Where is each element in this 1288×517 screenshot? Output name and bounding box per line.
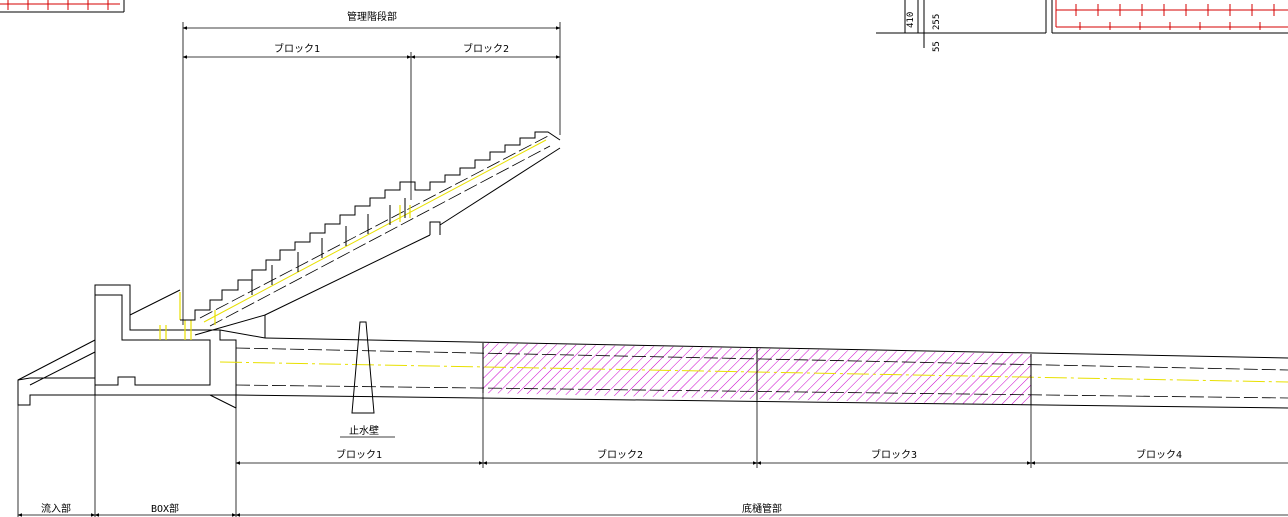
- label-top-block2: ブロック2: [463, 42, 509, 55]
- culvert-pipe: [219, 337, 1288, 409]
- dim-255: 255: [932, 14, 942, 30]
- stair-structure: [180, 131, 561, 339]
- bottom-dimension-lines: [17, 393, 1288, 517]
- box-structure: [94, 284, 237, 517]
- dim-410: 410: [906, 12, 916, 28]
- inflow-structure: [17, 339, 96, 517]
- label-top-block1: ブロック1: [274, 42, 320, 55]
- label-bottom-block4: ブロック4: [1136, 448, 1182, 461]
- top-dimension-lines: [182, 22, 561, 325]
- label-inflow: 流入部: [41, 502, 71, 515]
- label-cutoff-wall: 止水壁: [349, 424, 379, 437]
- cutoff-wall: [340, 321, 395, 438]
- label-bottom-block2: ブロック2: [597, 448, 643, 461]
- dim-55: 55: [932, 41, 942, 52]
- label-management-stairs: 管理階段部: [347, 10, 397, 23]
- detail-fragment-right: [876, 0, 1288, 48]
- label-bottom-block3: ブロック3: [871, 448, 917, 461]
- label-bottom-block1: ブロック1: [336, 448, 382, 461]
- box-anchor-posts: [159, 292, 192, 340]
- label-culvert: 底樋管部: [742, 502, 782, 515]
- detail-fragment-left: [0, 0, 125, 13]
- label-box: BOX部: [151, 502, 179, 515]
